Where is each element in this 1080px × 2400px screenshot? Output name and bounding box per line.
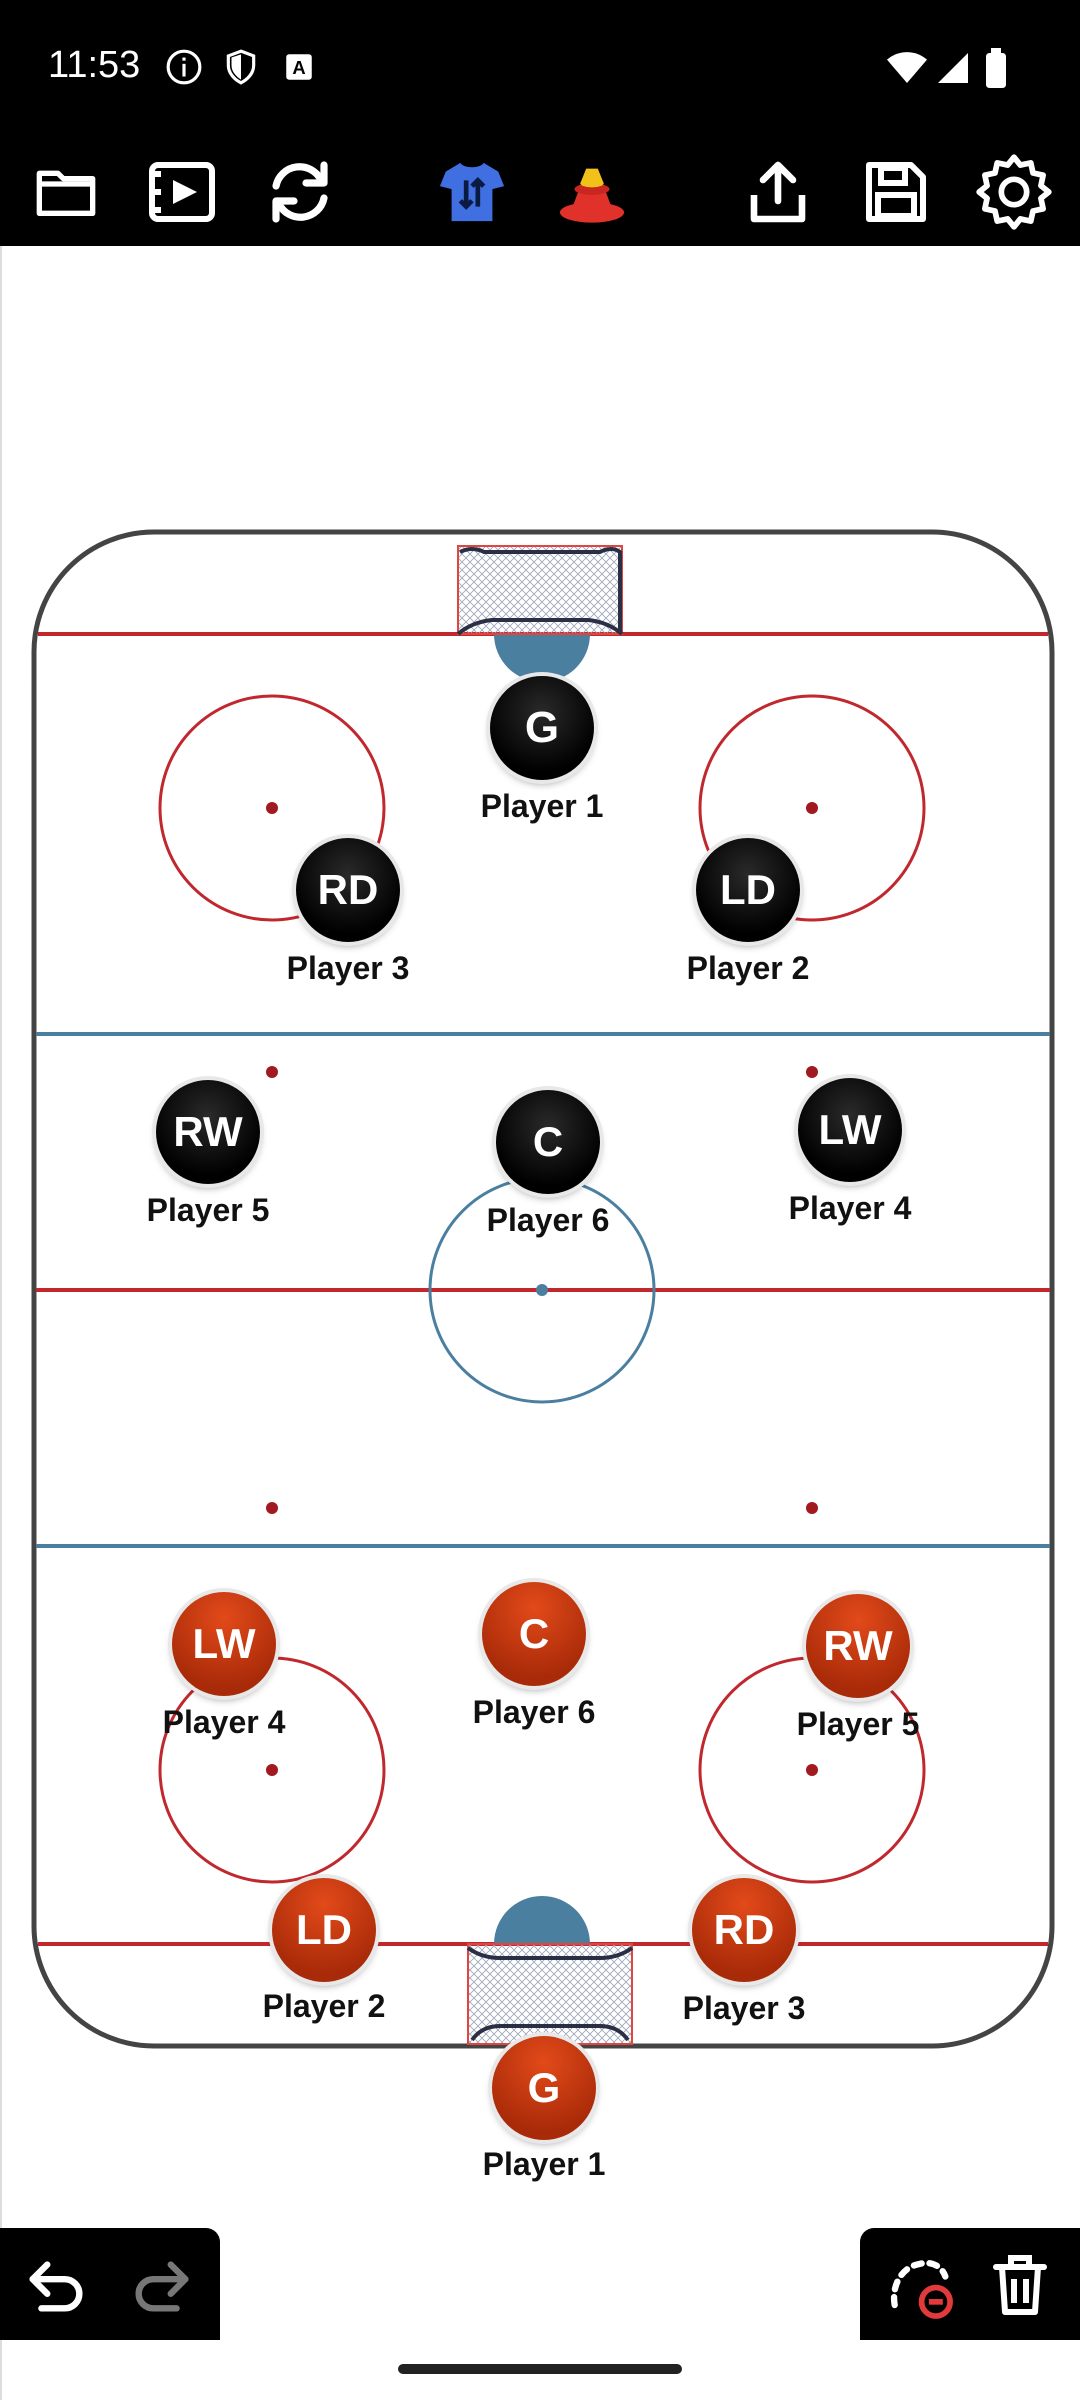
player-token-dark-g[interactable]: G — [490, 676, 594, 780]
undo-icon[interactable] — [18, 2250, 94, 2325]
save-icon[interactable] — [852, 148, 940, 236]
battery-icon — [985, 48, 1007, 93]
crease-top — [494, 634, 590, 682]
faceoff-circle-top-left — [158, 694, 386, 922]
player-token-red-rd[interactable]: RD — [692, 1878, 796, 1982]
drawing-canvas[interactable]: G Player 1 RD Player 3 LD Player 2 RW Pl… — [0, 246, 1080, 2400]
neutral-dot — [266, 1502, 278, 1514]
player-token-red-ld[interactable]: LD — [272, 1878, 376, 1982]
keyboard-a-icon: A — [282, 48, 316, 91]
player-name: Player 3 — [286, 950, 410, 986]
player-token-dark-rd[interactable]: RD — [296, 838, 400, 942]
faceoff-dot — [806, 1764, 818, 1776]
neutral-dot — [266, 1066, 278, 1078]
player-name: Player 3 — [682, 1990, 806, 2026]
faceoff-circle-top-right — [698, 694, 926, 922]
jersey-swap-icon[interactable] — [428, 148, 516, 236]
video-play-icon[interactable] — [138, 148, 226, 236]
folder-icon[interactable] — [22, 148, 110, 236]
crease-bottom — [494, 1896, 590, 1944]
status-time: 11:53 — [48, 44, 141, 86]
player-token-red-c[interactable]: C — [482, 1582, 586, 1686]
status-bar: 11:53 A — [0, 0, 1080, 140]
trash-icon[interactable] — [984, 2248, 1056, 2327]
faceoff-dot — [806, 802, 818, 814]
faceoff-dot — [266, 802, 278, 814]
center-dot — [536, 1284, 548, 1296]
player-token-dark-rw[interactable]: RW — [156, 1080, 260, 1184]
gesture-nav-bar[interactable] — [398, 2364, 682, 2374]
player-token-dark-ld[interactable]: LD — [696, 838, 800, 942]
refresh-icon[interactable] — [256, 148, 344, 236]
player-name: Player 5 — [796, 1706, 920, 1742]
hockey-rink — [31, 529, 1055, 2049]
cones-icon[interactable] — [548, 148, 636, 236]
player-name: Player 2 — [262, 1988, 386, 2024]
player-name: Player 4 — [162, 1704, 286, 1740]
net-top — [456, 545, 624, 636]
toolbar — [0, 140, 1080, 246]
redo-icon[interactable] — [124, 2250, 200, 2325]
player-name: Player 6 — [486, 1202, 610, 1238]
signal-icon — [935, 48, 971, 93]
player-token-red-g[interactable]: G — [492, 2036, 596, 2140]
svg-text:A: A — [292, 57, 305, 78]
player-name: Player 4 — [788, 1190, 912, 1226]
settings-icon[interactable] — [970, 148, 1058, 236]
edit-bar — [860, 2228, 1080, 2340]
shield-icon — [222, 48, 260, 91]
player-name: Player 5 — [146, 1192, 270, 1228]
player-token-dark-c[interactable]: C — [496, 1090, 600, 1194]
remove-path-icon[interactable] — [880, 2248, 960, 2329]
info-icon — [165, 48, 203, 91]
player-name: Player 6 — [472, 1694, 596, 1730]
share-icon[interactable] — [734, 148, 822, 236]
history-bar — [0, 2228, 220, 2340]
player-name: Player 2 — [686, 950, 810, 986]
player-token-red-lw[interactable]: LW — [172, 1592, 276, 1696]
player-token-red-rw[interactable]: RW — [806, 1594, 910, 1698]
neutral-dot — [806, 1502, 818, 1514]
faceoff-dot — [266, 1764, 278, 1776]
neutral-dot — [806, 1066, 818, 1078]
net-bottom — [466, 1943, 634, 2045]
player-name: Player 1 — [480, 788, 604, 824]
player-token-dark-lw[interactable]: LW — [798, 1078, 902, 1182]
player-name: Player 1 — [482, 2146, 606, 2182]
wifi-icon — [885, 48, 929, 93]
